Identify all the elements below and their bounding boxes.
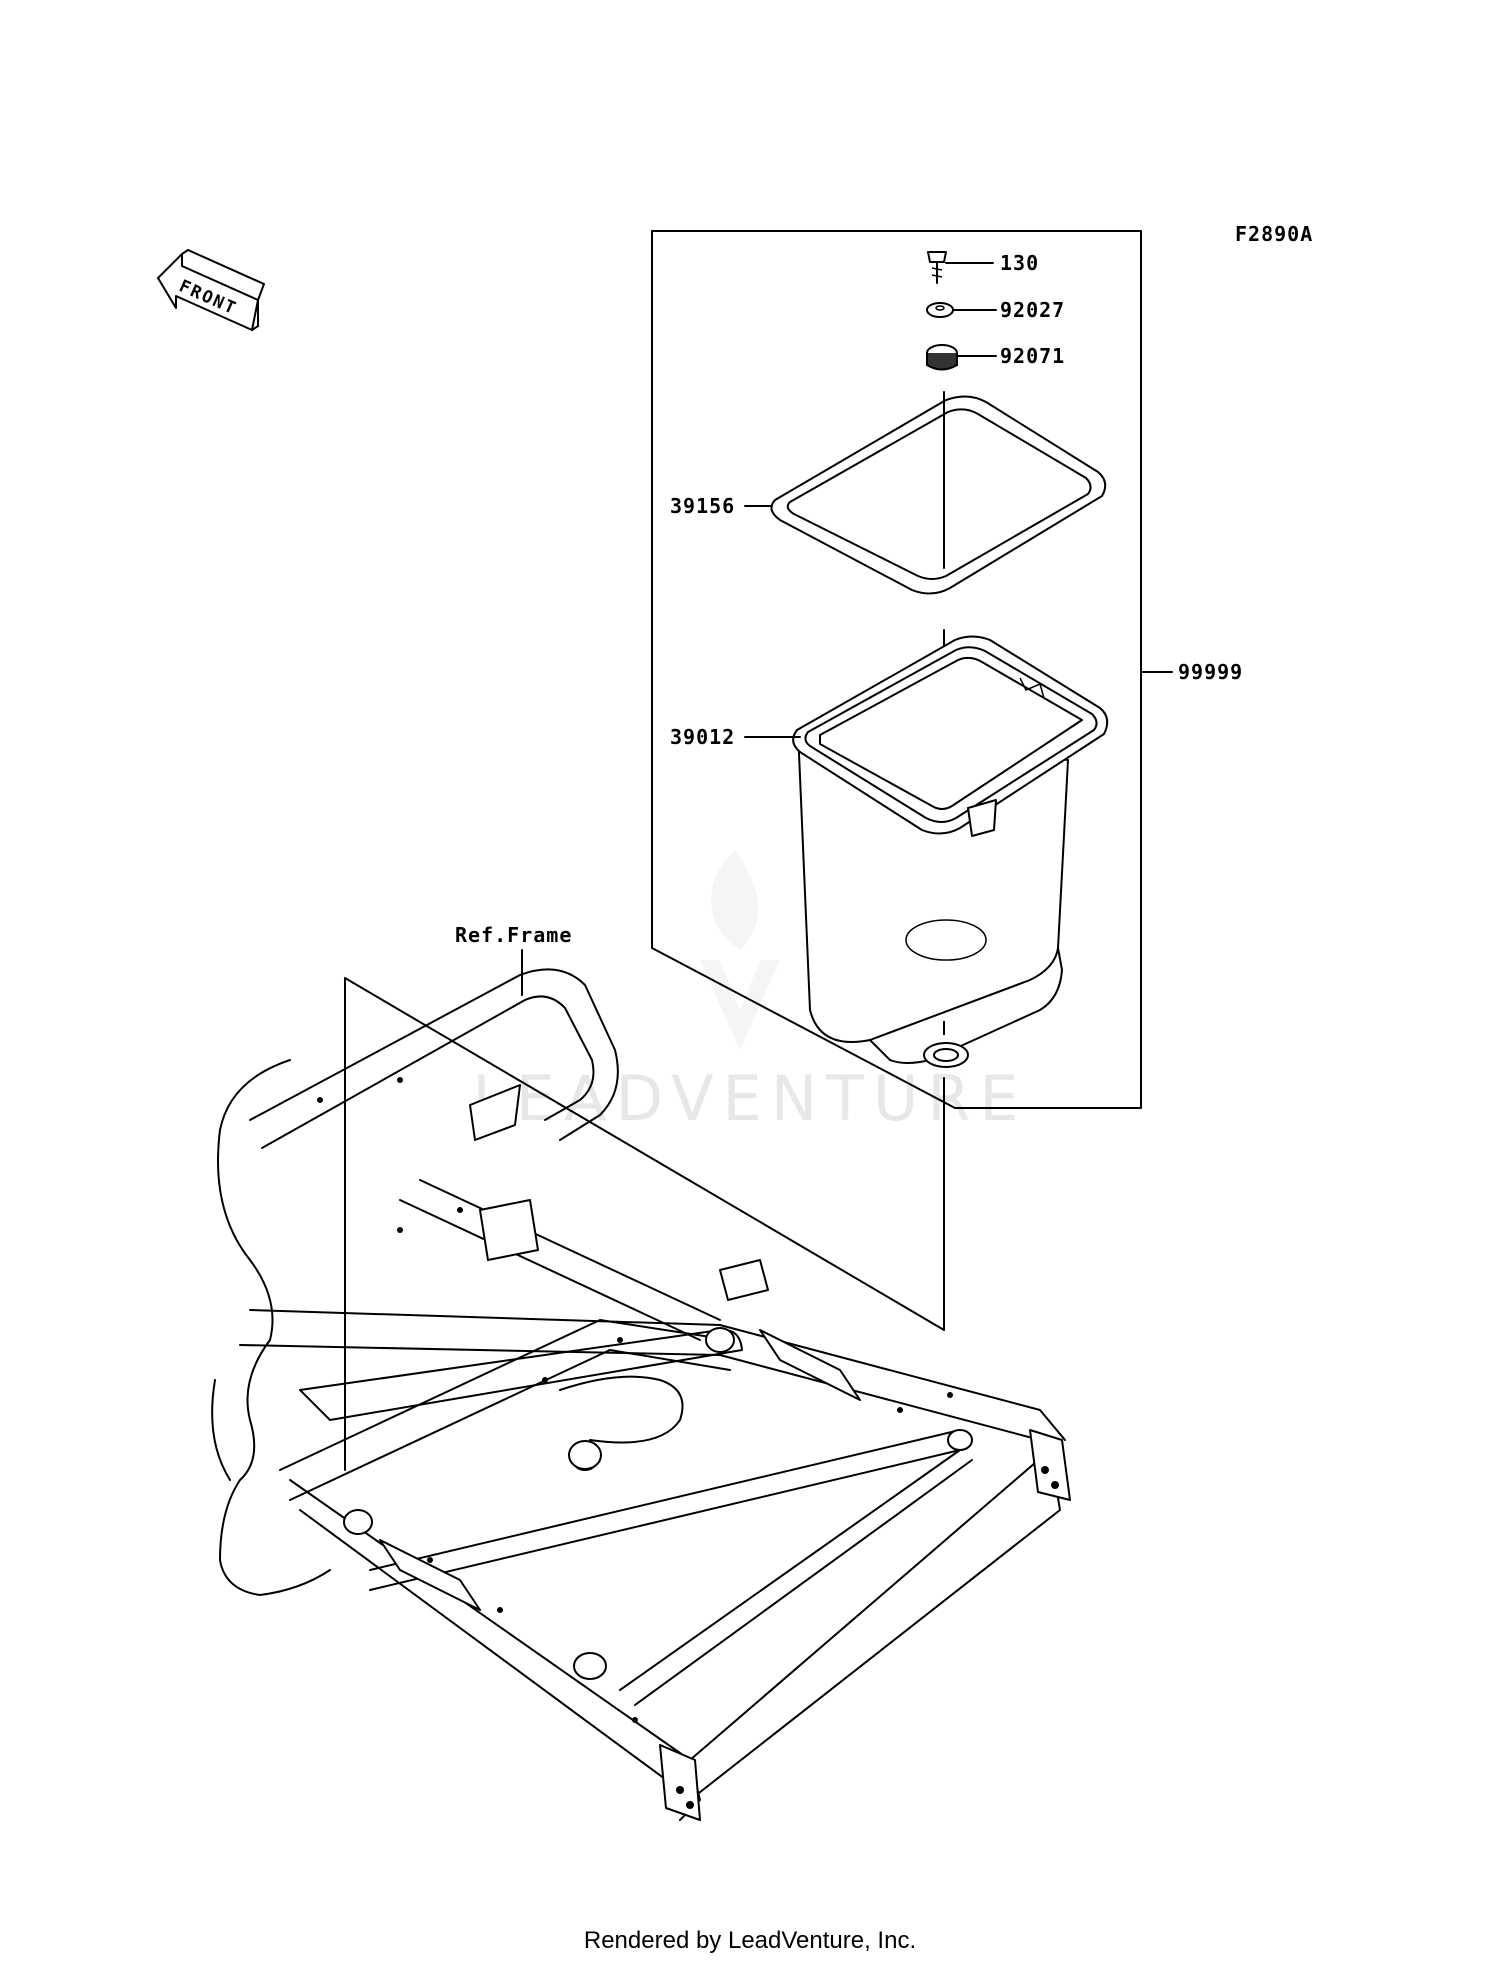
part-number-99999[interactable]: 99999 bbox=[1178, 660, 1243, 684]
figure-code: F2890A bbox=[1235, 222, 1313, 246]
vehicle-frame-icon bbox=[211, 968, 1071, 1821]
part-number-130[interactable]: 130 bbox=[1000, 251, 1039, 275]
part-number-92027[interactable]: 92027 bbox=[1000, 298, 1065, 322]
grommet-92071-icon bbox=[926, 344, 958, 371]
front-arrow-icon: FRONT bbox=[157, 249, 265, 331]
footer-credit: Rendered by LeadVenture, Inc. bbox=[584, 1927, 916, 1954]
washer-92027-icon bbox=[926, 302, 954, 318]
watermark-text: LEADVENTURE bbox=[472, 1062, 1027, 1135]
ref-frame-label: Ref.Frame bbox=[455, 923, 572, 947]
kit-bracket bbox=[651, 230, 1173, 1109]
watermark: LEADVENTURE bbox=[472, 850, 1027, 1135]
part-number-39012[interactable]: 39012 bbox=[670, 725, 735, 749]
gasket-39156-icon bbox=[770, 395, 1107, 595]
watermark-logo-icon bbox=[700, 850, 780, 1050]
part-number-39156[interactable]: 39156 bbox=[670, 494, 735, 518]
part-number-92071[interactable]: 92071 bbox=[1000, 344, 1065, 368]
bolt-130-icon bbox=[927, 251, 947, 284]
storage-box-39012-icon bbox=[792, 635, 1109, 1068]
